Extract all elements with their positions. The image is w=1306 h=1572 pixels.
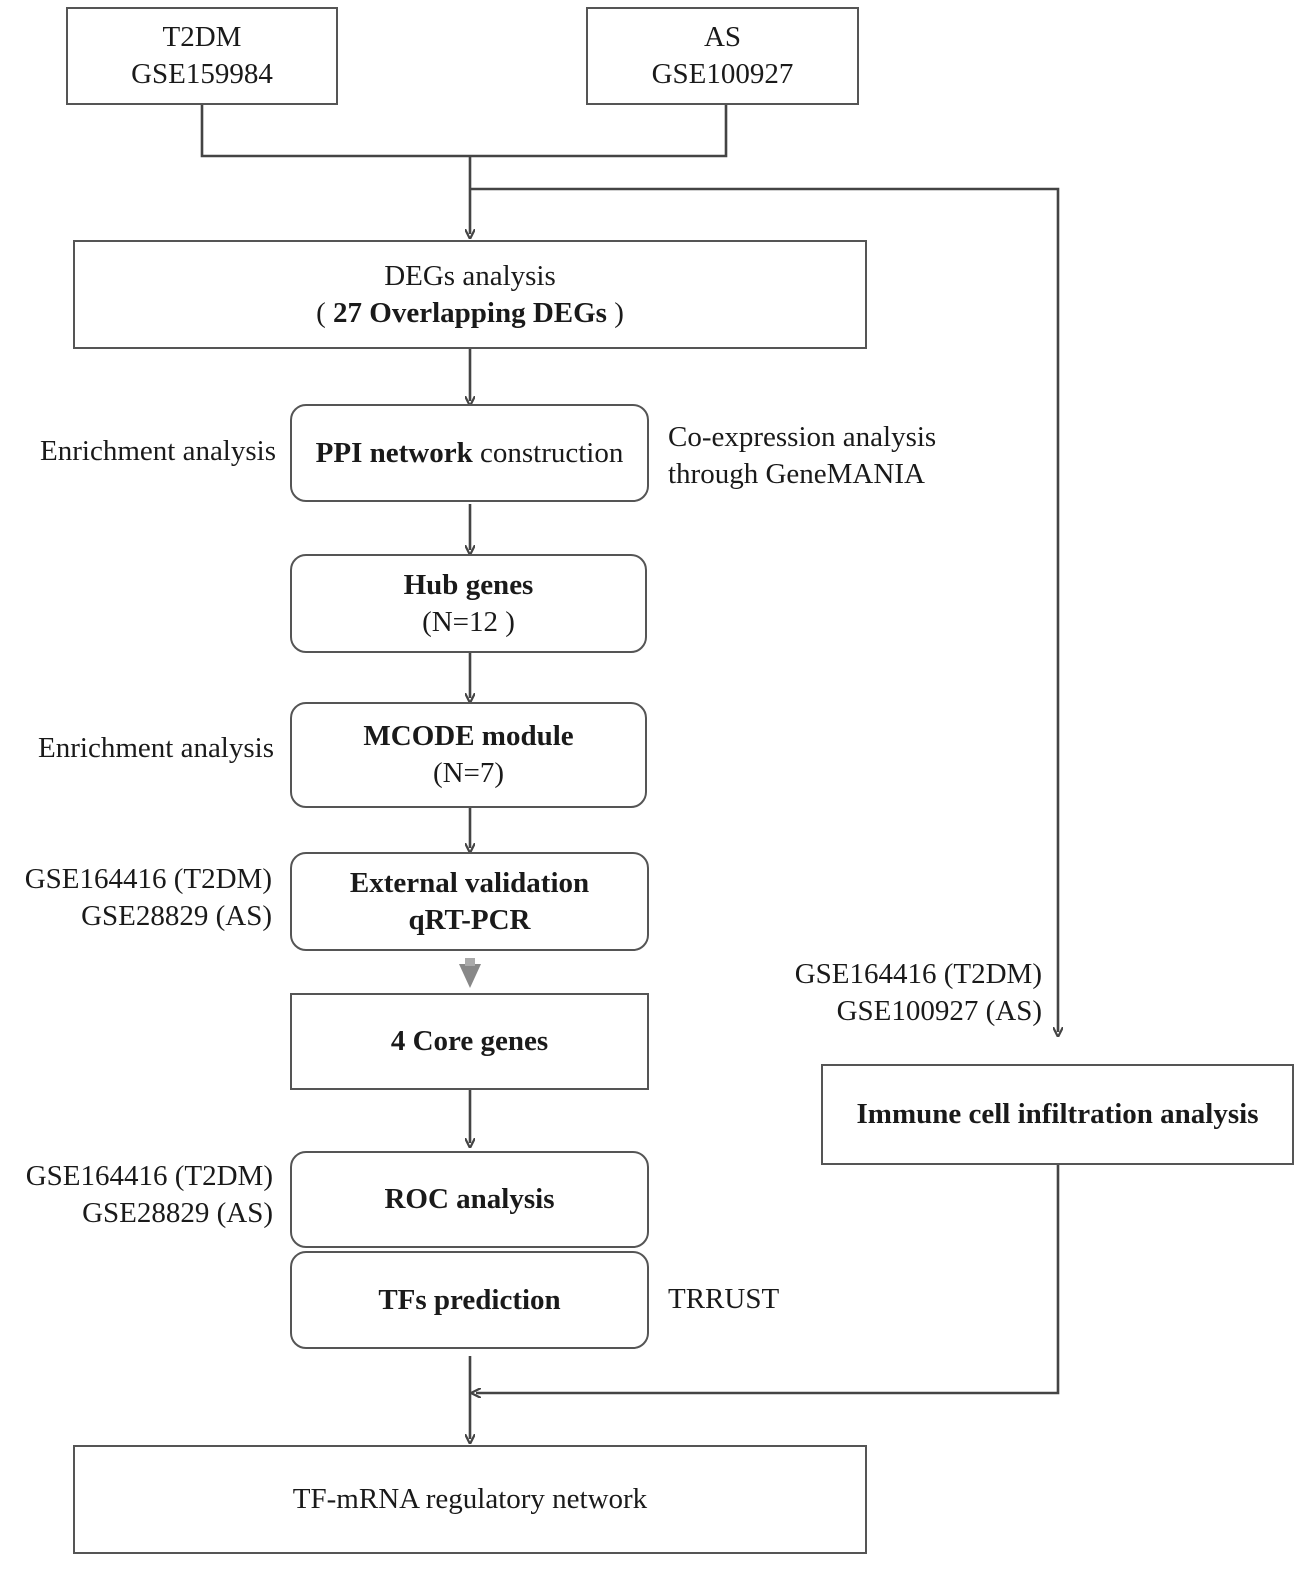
- degs-subtitle: ( 27 Overlapping DEGs ): [316, 296, 624, 329]
- mcode-module-box: MCODE module (N=7): [290, 702, 647, 808]
- roc-left-label: GSE164416 (T2DM) GSE28829 (AS): [25, 1160, 273, 1229]
- degs-analysis-box: DEGs analysis ( 27 Overlapping DEGs ): [73, 240, 867, 349]
- mcode-left-label: Enrichment analysis: [38, 732, 274, 764]
- merge-connector: [200, 104, 728, 158]
- degs-count: 27 Overlapping DEGs: [333, 296, 607, 329]
- t2dm-dataset: GSE159984: [131, 58, 273, 90]
- core-genes-box: 4 Core genes: [290, 993, 649, 1090]
- faded-arrow-icon: [459, 964, 481, 988]
- ppi-network-box: PPI network construction: [290, 404, 649, 502]
- roc-analysis-box: ROC analysis: [290, 1151, 649, 1248]
- branch-to-immune: [470, 187, 1058, 1032]
- as-title: AS: [703, 21, 742, 53]
- ppi-right-label: Co-expression analysis through GeneMANIA: [668, 421, 937, 490]
- ppi-bold-label: PPI network: [315, 436, 473, 469]
- as-dataset: GSE100927: [651, 58, 794, 90]
- ppi-rest-label: construction: [472, 436, 624, 469]
- degs-title: DEGs analysis: [384, 259, 556, 292]
- immune-return-line: [476, 1165, 1060, 1393]
- hub-genes-box: Hub genes (N=12 ): [290, 554, 647, 653]
- t2dm-title: T2DM: [162, 21, 242, 53]
- immune-left-label: GSE164416 (T2DM) GSE100927 (AS): [794, 958, 1042, 1027]
- tfs-right-label: TRRUST: [668, 1283, 780, 1315]
- immune-infiltration-box: Immune cell infiltration analysis: [821, 1064, 1294, 1165]
- ppi-left-label: Enrichment analysis: [40, 435, 276, 467]
- t2dm-input-box: T2DM GSE159984: [66, 7, 338, 105]
- tf-mrna-network-box: TF-mRNA regulatory network: [73, 1445, 867, 1554]
- as-input-box: AS GSE100927: [586, 7, 859, 105]
- validation-left-label: GSE164416 (T2DM) GSE28829 (AS): [24, 863, 272, 932]
- tfs-prediction-box: TFs prediction: [290, 1251, 649, 1349]
- external-validation-box: External validation qRT-PCR: [290, 852, 649, 951]
